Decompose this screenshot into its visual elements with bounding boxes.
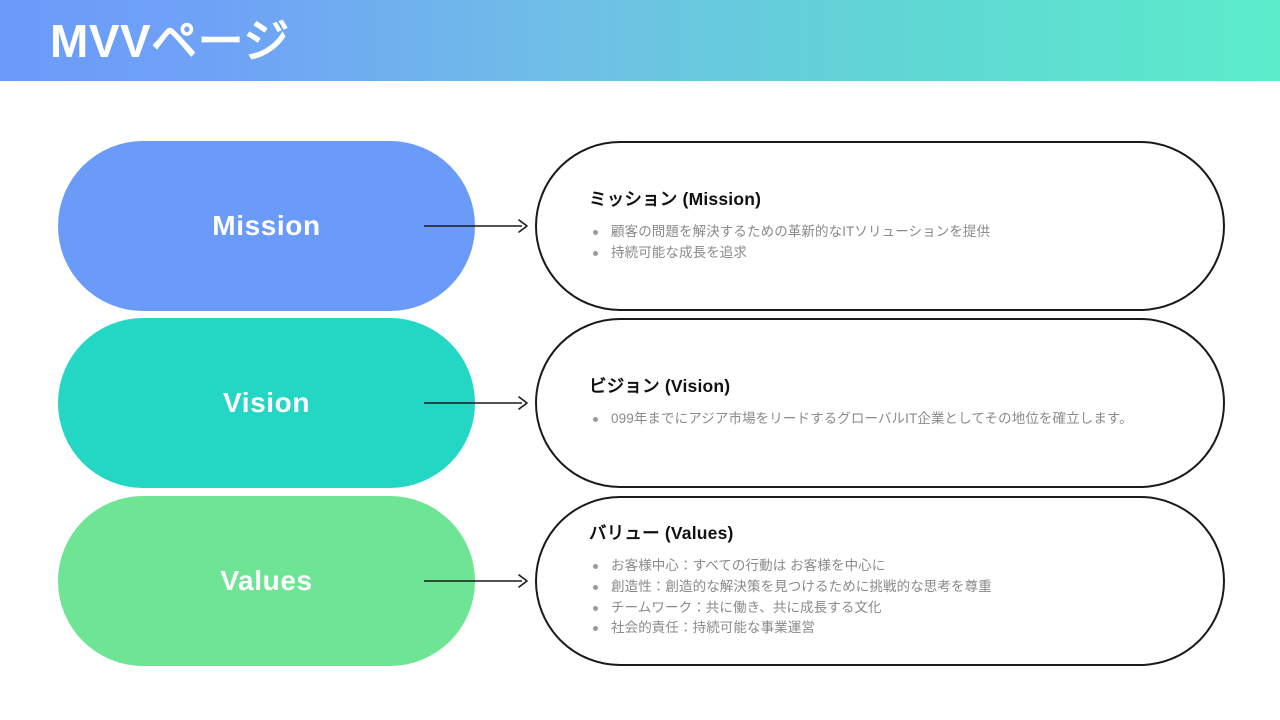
pill-values[interactable]: Values: [58, 496, 475, 666]
list-item: 顧客の問題を解決するための革新的なITソリューションを提供: [589, 222, 1161, 243]
card-bullets-mission: 顧客の問題を解決するための革新的なITソリューションを提供 持続可能な成長を追求: [589, 222, 1161, 264]
card-bullets-values: お客様中心：すべての行動は お客様を中心に 創造性：創造的な解決策を見つけるため…: [589, 556, 1161, 640]
card-title-vision: ビジョン (Vision): [589, 376, 731, 397]
card-mission: ミッション (Mission) 顧客の問題を解決するための革新的なITソリューシ…: [535, 141, 1225, 311]
pill-label-vision: Vision: [222, 387, 311, 418]
mvv-row-mission: Mission ミッション (Mission) 顧客の問題を解決するための革新的…: [0, 141, 1280, 311]
arrow-connector-mission: [424, 219, 528, 233]
card-bullets-vision: 099年までにアジア市場をリードするグローバルIT企業としてその地位を確立します…: [589, 409, 1161, 430]
card-values: バリュー (Values) お客様中心：すべての行動は お客様を中心に 創造性：…: [535, 496, 1225, 666]
list-item: 099年までにアジア市場をリードするグローバルIT企業としてその地位を確立します…: [589, 409, 1161, 430]
list-item: お客様中心：すべての行動は お客様を中心に: [589, 556, 1161, 577]
list-item: チームワーク：共に働き、共に成長する文化: [589, 598, 1161, 619]
pill-label-mission: Mission: [212, 210, 321, 241]
mvv-row-values: Values バリュー (Values) お客様中心：すべての行動は お客様を中…: [0, 496, 1280, 666]
mvv-row-vision: Vision ビジョン (Vision) 099年までにアジア市場をリードするグ…: [0, 318, 1280, 488]
card-title-mission: ミッション (Mission): [589, 188, 762, 209]
pill-mission[interactable]: Mission: [58, 141, 475, 311]
pill-label-values: Values: [220, 565, 313, 596]
page-header: MVVページ: [0, 0, 1280, 81]
page-title: MVVページ: [50, 14, 290, 67]
arrow-connector-values: [424, 574, 528, 588]
card-vision: ビジョン (Vision) 099年までにアジア市場をリードするグローバルIT企…: [535, 318, 1225, 488]
pill-vision[interactable]: Vision: [58, 318, 475, 488]
list-item: 創造性：創造的な解決策を見つけるために挑戦的な思考を尊重: [589, 577, 1161, 598]
list-item: 持続可能な成長を追求: [589, 243, 1161, 264]
card-title-values: バリュー (Values): [589, 522, 734, 543]
arrow-connector-vision: [424, 396, 528, 410]
list-item: 社会的責任：持続可能な事業運営: [589, 618, 1161, 639]
